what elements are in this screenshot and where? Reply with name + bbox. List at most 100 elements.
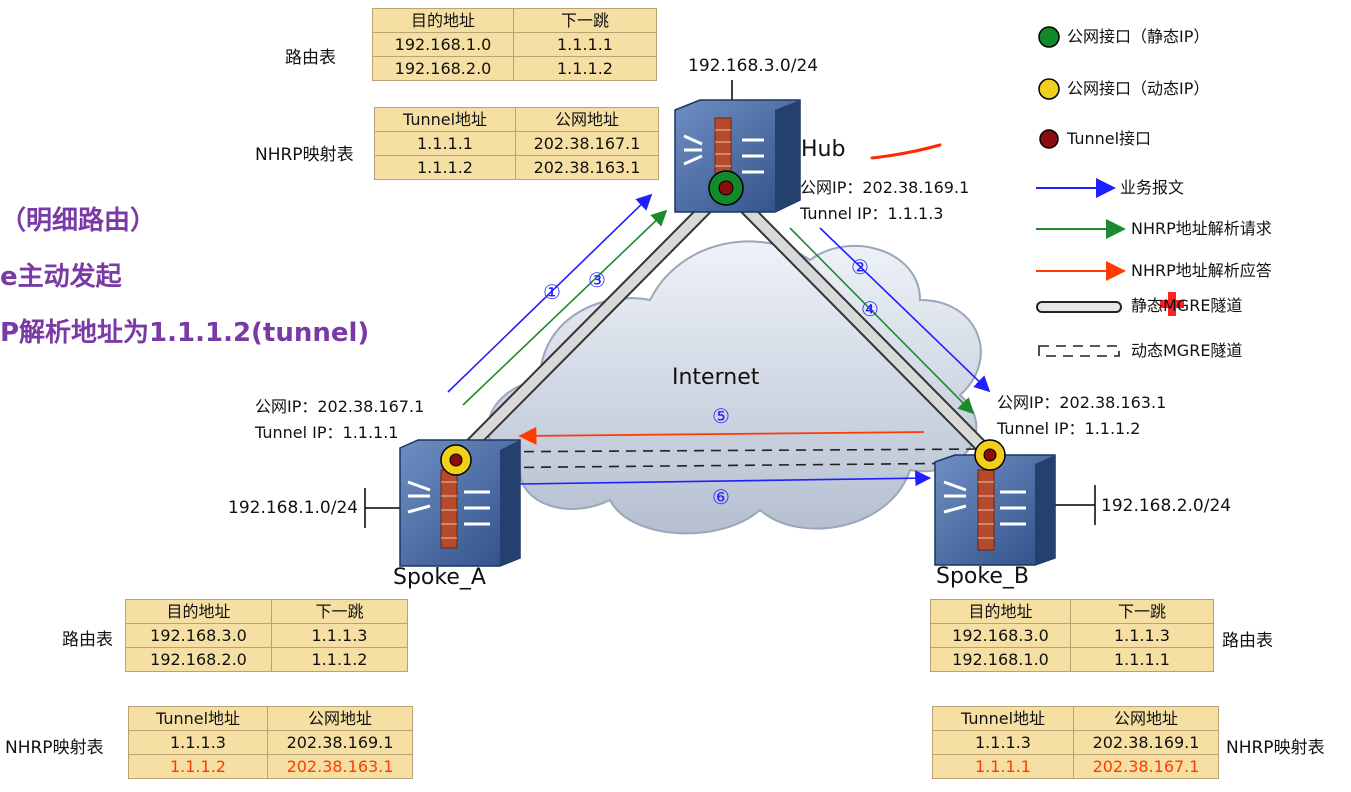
hub-static-ip-interface-icon	[708, 170, 744, 206]
flow-3-request-arrow	[462, 209, 668, 406]
step-2-marker: ②	[851, 255, 869, 279]
table-cell: 192.168.3.0	[930, 623, 1071, 648]
table-header: 公网地址	[1073, 706, 1219, 731]
step-5-marker: ⑤	[712, 404, 730, 428]
table-cell: 1.1.1.1	[513, 32, 657, 57]
table-header: 下一跳	[271, 599, 408, 624]
table-cell: 202.38.169.1	[267, 730, 413, 755]
flow-5-reply-arrow	[518, 426, 925, 445]
table-header: Tunnel地址	[128, 706, 268, 731]
legend-static-ip-label: 公网接口（静态IP）	[1067, 27, 1210, 46]
spoke-b-firewall-icon[interactable]	[934, 454, 1056, 566]
legend-static-tunnel-label: 静态MGRE隧道	[1131, 296, 1243, 315]
table-cell: 1.1.1.2	[271, 647, 408, 672]
step-3-marker: ③	[588, 268, 606, 292]
red-scribble-mark	[870, 143, 942, 160]
table-cell: 192.168.1.0	[930, 647, 1071, 672]
table-cell: 1.1.1.2	[374, 155, 516, 180]
table-cell: 202.38.163.1	[267, 754, 413, 779]
spoke-a-nhrp-table-label: NHRP映射表	[5, 738, 104, 758]
table-cell: 192.168.3.0	[125, 623, 272, 648]
table-header: 下一跳	[513, 8, 657, 33]
legend-static-ip-icon	[1038, 26, 1060, 48]
spoke-b-subnet-label: 192.168.2.0/24	[1101, 496, 1232, 516]
spoke-a-route-table-label: 路由表	[62, 630, 113, 650]
table-cell: 1.1.1.1	[932, 754, 1074, 779]
red-cross-mark	[1160, 292, 1184, 316]
table-cell: 1.1.1.2	[128, 754, 268, 779]
spoke-a-name: Spoke_A	[393, 565, 486, 590]
table-cell: 202.38.167.1	[515, 131, 659, 156]
legend-dynamic-tunnel-icon	[1038, 345, 1120, 357]
hub-public-ip: 公网IP：202.38.169.1	[800, 178, 970, 197]
table-cell: 1.1.1.1	[374, 131, 516, 156]
legend-dynamic-ip-label: 公网接口（动态IP）	[1067, 79, 1210, 98]
spoke-b-tunnel-ip: Tunnel IP：1.1.1.2	[997, 419, 1141, 438]
step-4-marker: ④	[861, 297, 879, 321]
table-header: 公网地址	[515, 107, 659, 132]
flow-1-business-arrow	[447, 193, 653, 393]
flow-2-business-arrow	[819, 227, 991, 393]
spoke-a-subnet-label: 192.168.1.0/24	[228, 498, 359, 518]
legend-business-label: 业务报文	[1120, 178, 1185, 197]
table-cell: 1.1.1.3	[932, 730, 1074, 755]
spoke-b-route-table-label: 路由表	[1222, 631, 1273, 651]
step-1-marker: ①	[543, 280, 561, 304]
hub-firewall-icon[interactable]	[674, 99, 801, 213]
flow-6-business-arrow	[519, 470, 932, 487]
flow-4-request-arrow	[789, 227, 975, 415]
left-note-3: P解析地址为1.1.1.2(tunnel)	[0, 318, 370, 348]
table-cell: 1.1.1.3	[1070, 623, 1214, 648]
step-6-marker: ⑥	[712, 485, 730, 509]
legend-static-tunnel-icon	[1036, 301, 1122, 313]
dynamic-tunnel-spoke-a-spoke-b	[455, 448, 991, 469]
internet-label: Internet	[672, 365, 760, 390]
table-header: 目的地址	[372, 8, 514, 33]
left-note-2: e主动发起	[0, 262, 122, 292]
hub-name: Hub	[801, 137, 846, 162]
spoke-a-public-ip: 公网IP：202.38.167.1	[255, 397, 425, 416]
table-cell: 1.1.1.1	[1070, 647, 1214, 672]
table-header: Tunnel地址	[374, 107, 516, 132]
spoke-a-tunnel-ip: Tunnel IP：1.1.1.1	[255, 423, 399, 442]
static-tunnel-hub-spoke-a	[449, 181, 733, 467]
table-cell: 1.1.1.3	[128, 730, 268, 755]
table-cell: 1.1.1.3	[271, 623, 408, 648]
table-header: 下一跳	[1070, 599, 1214, 624]
legend-dynamic-ip-icon	[1038, 78, 1060, 100]
spoke-b-dynamic-ip-interface-icon	[974, 439, 1006, 471]
legend-tunnel-if-icon	[1039, 129, 1059, 149]
table-cell: 202.38.169.1	[1073, 730, 1219, 755]
legend-tunnel-if-label: Tunnel接口	[1067, 129, 1152, 148]
table-header: 目的地址	[125, 599, 272, 624]
table-cell: 192.168.1.0	[372, 32, 514, 57]
table-cell: 192.168.2.0	[125, 647, 272, 672]
spoke-b-name: Spoke_B	[936, 564, 1029, 589]
left-note-1: （明细路由）	[0, 206, 157, 236]
hub-subnet-label: 192.168.3.0/24	[688, 56, 819, 76]
spoke-a-dynamic-ip-interface-icon	[440, 444, 472, 476]
table-cell: 202.38.163.1	[515, 155, 659, 180]
legend-request-label: NHRP地址解析请求	[1131, 219, 1272, 238]
legend-reply-label: NHRP地址解析应答	[1131, 261, 1272, 280]
hub-tunnel-ip: Tunnel IP：1.1.1.3	[800, 204, 944, 223]
table-cell: 192.168.2.0	[372, 56, 514, 81]
spoke-b-public-ip: 公网IP：202.38.163.1	[997, 393, 1167, 412]
hub-route-table-label: 路由表	[285, 48, 336, 68]
table-header: 公网地址	[267, 706, 413, 731]
table-header: Tunnel地址	[932, 706, 1074, 731]
